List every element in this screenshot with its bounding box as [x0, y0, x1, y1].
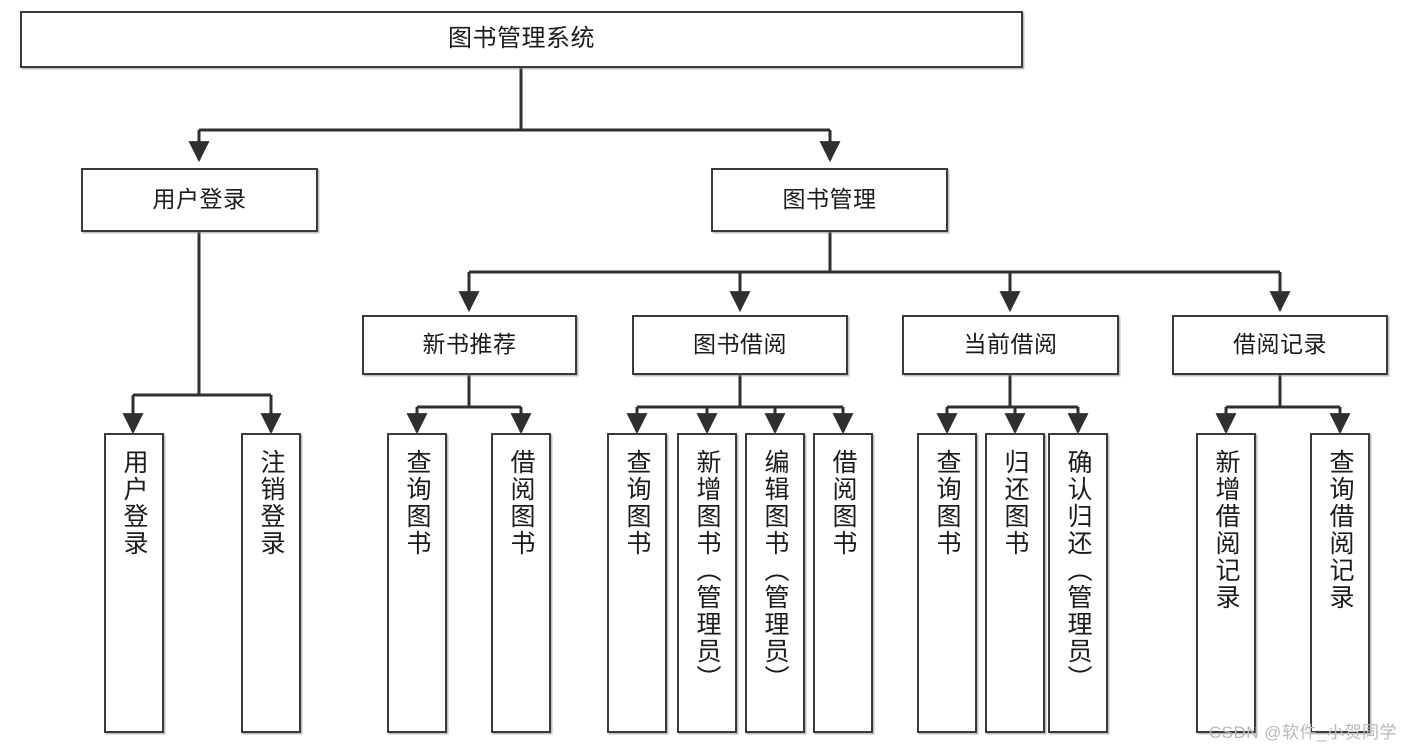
node-borrowing-record[interactable]: 借阅记录 — [1172, 315, 1388, 375]
node-label: 图书管理 — [782, 186, 877, 213]
node-user-login[interactable]: 用户登录 — [81, 168, 318, 232]
node-label: 借阅图书 — [507, 449, 535, 557]
node-label: 确认归还（管理员） — [1064, 449, 1092, 692]
leaf-user-login-login[interactable]: 用户登录 — [104, 433, 164, 733]
node-label: 编辑图书（管理员） — [761, 449, 789, 692]
node-book-management[interactable]: 图书管理 — [711, 168, 948, 232]
leaf-current-borrow-confirm-return-admin[interactable]: 确认归还（管理员） — [1048, 433, 1108, 733]
node-label: 新增借阅记录 — [1212, 449, 1240, 611]
leaf-user-login-logout[interactable]: 注销登录 — [241, 433, 301, 733]
leaf-borrow-record-query-record[interactable]: 查询借阅记录 — [1310, 433, 1370, 733]
leaf-new-book-borrow-book[interactable]: 借阅图书 — [491, 433, 551, 733]
leaf-new-book-query-book[interactable]: 查询图书 — [387, 433, 447, 733]
node-current-borrowing[interactable]: 当前借阅 — [902, 315, 1119, 375]
node-label: 查询图书 — [623, 449, 651, 557]
leaf-book-borrow-borrow-book[interactable]: 借阅图书 — [813, 433, 873, 733]
csdn-watermark: CSDN @软件_小贺同学 — [1208, 723, 1397, 742]
leaf-book-borrow-add-book-admin[interactable]: 新增图书（管理员） — [677, 433, 737, 733]
node-label: 新书推荐 — [422, 331, 517, 358]
node-label: 用户登录 — [152, 186, 247, 213]
node-label: 归还图书 — [1001, 449, 1029, 557]
node-label: 图书管理系统 — [448, 25, 595, 53]
node-label: 查询借阅记录 — [1326, 449, 1354, 611]
leaf-book-borrow-edit-book-admin[interactable]: 编辑图书（管理员） — [745, 433, 805, 733]
node-label: 注销登录 — [257, 449, 285, 557]
leaf-book-borrow-query-book[interactable]: 查询图书 — [607, 433, 667, 733]
leaf-borrow-record-add-record[interactable]: 新增借阅记录 — [1196, 433, 1256, 733]
node-label: 查询图书 — [403, 449, 431, 557]
leaf-current-borrow-return-book[interactable]: 归还图书 — [985, 433, 1045, 733]
node-book-borrowing[interactable]: 图书借阅 — [632, 315, 848, 375]
node-label: 查询图书 — [933, 449, 961, 557]
node-label: 新增图书（管理员） — [693, 449, 721, 692]
node-label: 借阅图书 — [829, 449, 857, 557]
leaf-current-borrow-query-book[interactable]: 查询图书 — [917, 433, 977, 733]
node-label: 图书借阅 — [693, 331, 787, 358]
node-label: 用户登录 — [120, 449, 148, 557]
node-label: 借阅记录 — [1233, 331, 1327, 358]
node-label: 当前借阅 — [963, 331, 1058, 358]
node-root-book-management-system[interactable]: 图书管理系统 — [20, 11, 1023, 68]
node-new-book-recommendation[interactable]: 新书推荐 — [362, 315, 577, 375]
